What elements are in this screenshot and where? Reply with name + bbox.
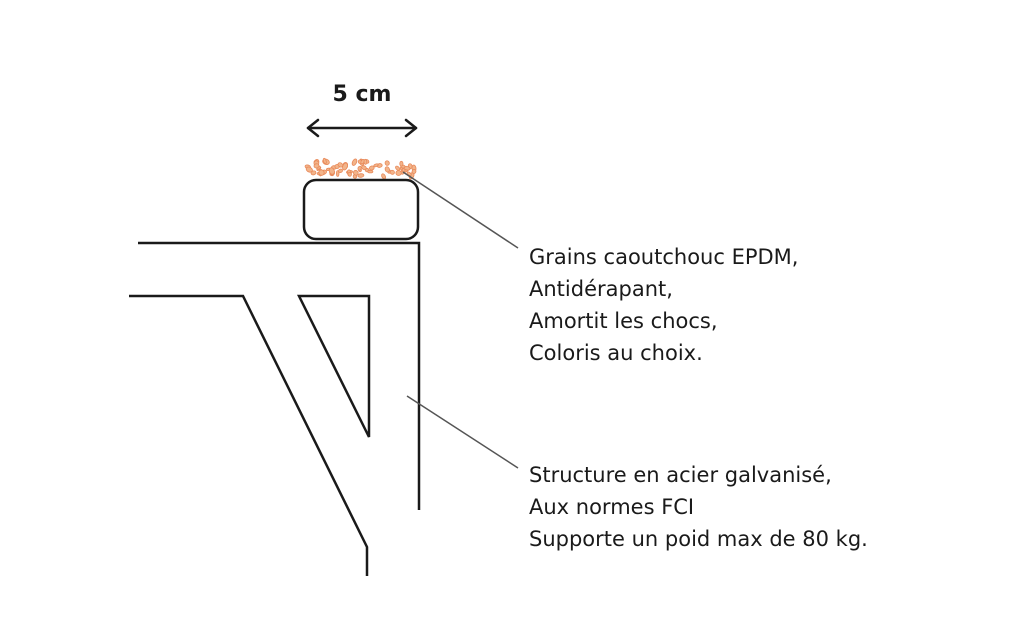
- epdm-grain: [322, 157, 327, 165]
- epdm-grain: [384, 166, 390, 173]
- epdm-grain: [313, 163, 320, 169]
- structure-inner-frame: [129, 294, 369, 576]
- epdm-grain: [337, 162, 344, 168]
- epdm-grain: [395, 170, 402, 176]
- annotation-structure-line: Structure en acier galvanisé,: [529, 463, 832, 487]
- epdm-grain: [367, 169, 374, 174]
- epdm-grain: [399, 160, 404, 167]
- epdm-grains-layer: [304, 157, 417, 180]
- leader-line-grains: [402, 171, 519, 249]
- epdm-grain: [389, 169, 395, 175]
- structure-triangle-cutout: [296, 294, 371, 438]
- dimension-label: 5 cm: [332, 82, 392, 107]
- structure-top-edge: [138, 241, 421, 510]
- annotation-structure: Structure en acier galvanisé, Aux normes…: [529, 459, 868, 555]
- leader-line-structure: [406, 395, 519, 469]
- epdm-grain: [351, 158, 358, 166]
- annotation-grains-line: Antidérapant,: [529, 277, 673, 301]
- leader-lines: [402, 171, 519, 469]
- epdm-grain: [310, 170, 317, 176]
- epdm-grain: [411, 169, 417, 174]
- annotation-grains-line: Coloris au choix.: [529, 341, 703, 365]
- epdm-grain: [384, 160, 390, 166]
- dimension-arrow: [306, 118, 418, 138]
- epdm-grain: [381, 173, 387, 180]
- rubber-pad: [302, 178, 420, 241]
- epdm-grain: [352, 170, 359, 176]
- epdm-grain: [395, 165, 401, 171]
- epdm-grain: [328, 167, 335, 175]
- epdm-grain: [357, 173, 365, 178]
- annotation-grains: Grains caoutchouc EPDM, Antidérapant, Am…: [529, 241, 798, 369]
- annotation-structure-line: Supporte un poid max de 80 kg.: [529, 527, 868, 551]
- annotation-structure-line: Aux normes FCI: [529, 495, 695, 519]
- epdm-grain: [357, 165, 362, 171]
- epdm-grain: [369, 165, 375, 171]
- annotation-grains-line: Grains caoutchouc EPDM,: [529, 245, 799, 269]
- steel-structure: [129, 241, 421, 576]
- epdm-grain: [363, 158, 368, 165]
- epdm-grain: [347, 171, 352, 177]
- annotation-grains-line: Amortit les chocs,: [529, 309, 718, 333]
- epdm-grain: [338, 168, 343, 173]
- epdm-grain: [318, 169, 325, 176]
